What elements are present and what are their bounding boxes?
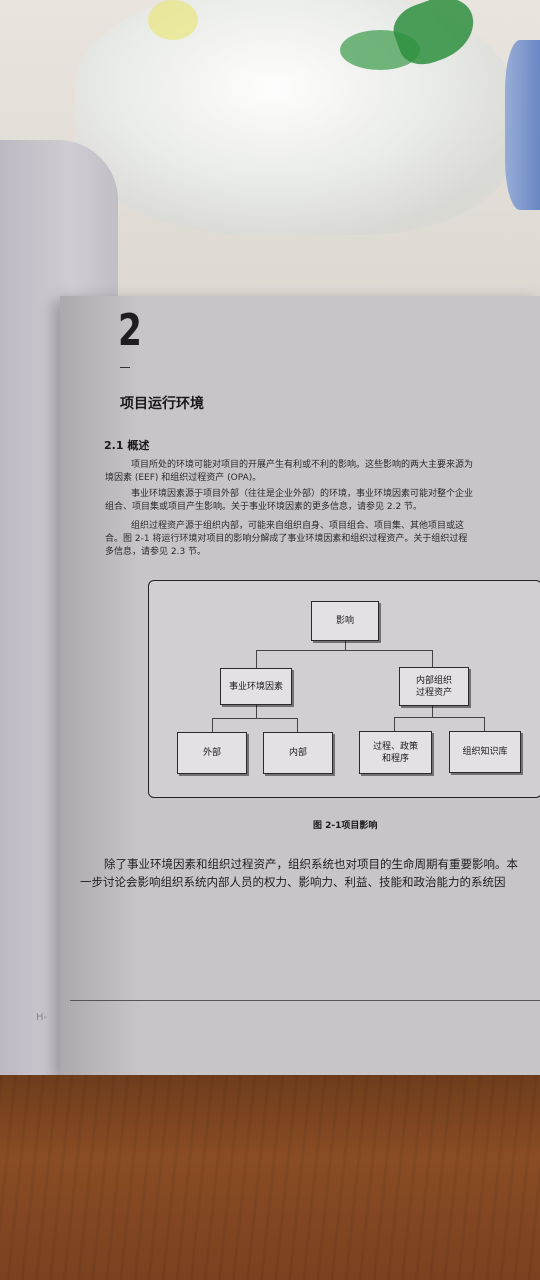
node-eef: 事业环境因素	[220, 668, 292, 705]
node-external: 外部	[177, 732, 247, 774]
connector	[394, 717, 484, 719]
paragraph-line: 组合、项目集或项目产生影响。关于事业环境因素的更多信息，请参见 2.2 节。	[105, 502, 423, 512]
figure-caption: 图 2-1项目影响	[313, 821, 378, 831]
paragraph-line: 组织过程资产源于组织内部，可能来自组织自身、项目组合、项目集、其他项目或这	[131, 521, 465, 531]
node-process: 过程、政策 和程序	[359, 731, 432, 774]
connector	[212, 718, 298, 720]
node-process-line1: 过程、政策	[372, 741, 418, 752]
bag-yellow-item	[148, 0, 198, 40]
chapter-number: 2	[118, 305, 142, 356]
blue-object	[505, 40, 540, 210]
connector	[484, 717, 486, 732]
node-internal: 内部	[263, 732, 333, 774]
connector	[432, 650, 434, 667]
node-process-line2: 和程序	[381, 753, 409, 764]
connector	[256, 650, 258, 668]
node-opa-line1: 内部组织	[415, 675, 452, 686]
section-heading: 2.1 概述	[104, 439, 150, 452]
paragraph-1: 项目所处的环境可能对项目的开展产生有利或不利的影响。这些影响的两大主要来源为 境…	[105, 459, 540, 485]
paragraph-line: 境因素 (EEF) 和组织过程资产 (OPA)。	[105, 473, 262, 483]
footer-rule	[70, 1000, 540, 1001]
connector	[256, 650, 433, 652]
chapter-rule	[120, 367, 130, 368]
page-gutter-shadow	[60, 296, 140, 1078]
paragraph-3: 组织过程资产源于组织内部，可能来自组织自身、项目组合、项目集、其他项目或这 合。…	[105, 520, 540, 559]
chapter-title: 项目运行环境	[120, 396, 204, 412]
connector	[432, 705, 434, 717]
body-line: 除了事业环境因素和组织过程资产，组织系统也对项目的生命周期有重要影响。本	[104, 857, 518, 871]
node-opa-line2: 过程资产	[415, 687, 452, 698]
wooden-floor	[0, 1075, 540, 1280]
footer-mark: H-	[36, 1012, 48, 1023]
node-knowledge: 组织知识库	[449, 731, 521, 773]
node-opa: 内部组织 过程资产	[399, 667, 469, 706]
body-paragraph: 除了事业环境因素和组织过程资产，组织系统也对项目的生命周期有重要影响。本 一步讨…	[80, 855, 540, 891]
paragraph-line: 事业环境因素源于项目外部（往往是企业外部）的环境，事业环境因素可能对整个企业	[131, 489, 474, 499]
node-influence: 影响	[311, 601, 379, 641]
connector	[256, 704, 258, 718]
connector	[394, 717, 396, 732]
paragraph-line: 多信息，请参见 2.3 节。	[105, 547, 207, 557]
paragraph-line: 项目所处的环境可能对项目的开展产生有利或不利的影响。这些影响的两大主要来源为	[131, 460, 474, 470]
paragraph-2: 事业环境因素源于项目外部（往往是企业外部）的环境，事业环境因素可能对整个企业 组…	[105, 488, 540, 514]
body-line: 一步讨论会影响组织系统内部人员的权力、影响力、利益、技能和政治能力的系统因	[80, 875, 506, 889]
connector	[212, 718, 214, 732]
connector	[345, 640, 347, 650]
paragraph-line: 合。图 2-1 将运行环境对项目的影响分解成了事业环境因素和组织过程资产。关于组…	[105, 534, 468, 544]
connector	[297, 718, 299, 732]
